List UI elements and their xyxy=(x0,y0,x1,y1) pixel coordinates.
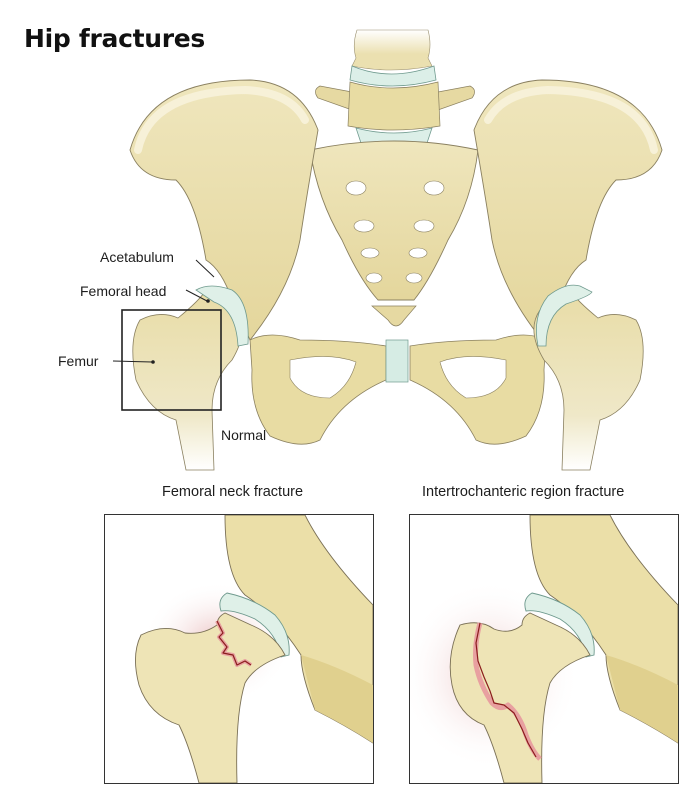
lumbar-spine xyxy=(315,29,475,153)
caption-normal: Normal xyxy=(221,427,267,443)
caption-intertrochanteric-fracture: Intertrochanteric region fracture xyxy=(422,484,625,500)
panel-intertrochanteric-fracture xyxy=(409,514,679,784)
label-femur: Femur xyxy=(58,353,99,369)
femur-leader-line xyxy=(112,360,153,363)
acetabulum-leader-line xyxy=(195,259,215,278)
femoral-head-cartilage-left xyxy=(195,285,249,347)
pubic-symphysis xyxy=(385,339,409,383)
label-acetabulum: Acetabulum xyxy=(100,249,174,265)
panel-femoral-neck-fracture xyxy=(104,514,374,784)
fracture-line xyxy=(216,620,252,666)
femoral-head-leader-line xyxy=(185,289,208,302)
sacrum xyxy=(309,140,479,327)
figure-title: Hip fractures xyxy=(24,24,206,53)
right-femur xyxy=(533,284,644,471)
pelvis-illustration xyxy=(112,29,663,471)
label-femoral-head: Femoral head xyxy=(80,283,167,299)
caption-femoral-neck-fracture: Femoral neck fracture xyxy=(162,484,304,500)
femoral-head-cartilage-right xyxy=(535,284,593,347)
left-ilium xyxy=(129,79,387,445)
highlight-box xyxy=(121,309,222,411)
right-ilium xyxy=(409,79,663,445)
left-femur xyxy=(132,285,249,471)
fracture-line xyxy=(475,622,537,758)
